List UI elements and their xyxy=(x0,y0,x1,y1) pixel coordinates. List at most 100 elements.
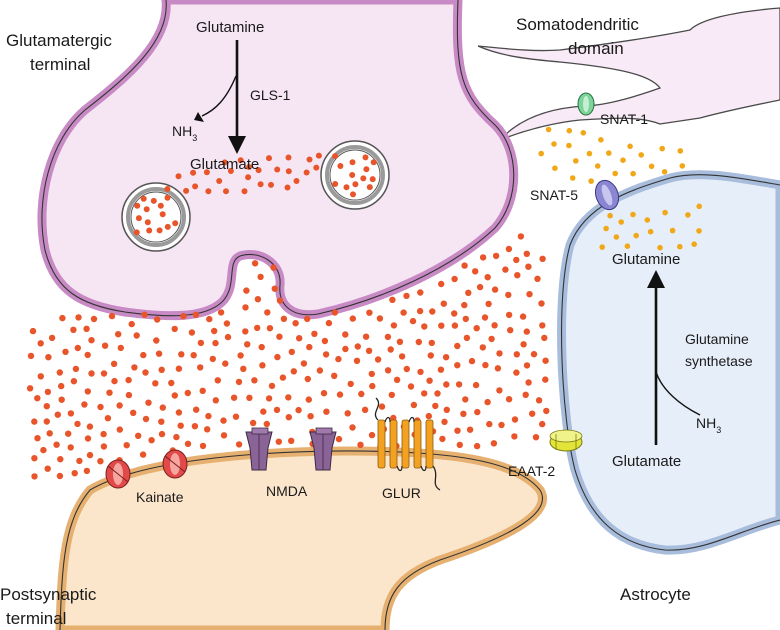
glutamate-dot xyxy=(260,408,267,415)
glutamate-dot xyxy=(146,227,153,234)
glutamate-dot xyxy=(416,307,424,315)
glutamate-dot xyxy=(421,390,428,397)
glutamate-dot xyxy=(511,416,519,423)
glutamate-dot xyxy=(197,364,204,371)
glutamate-dot xyxy=(461,301,468,309)
glutamate-dot xyxy=(335,355,342,363)
glutamate-dot xyxy=(390,414,397,422)
glutamate-dot xyxy=(407,383,415,390)
glutamate-dot xyxy=(100,370,108,377)
glutamate-dot xyxy=(37,340,44,347)
glutamine-dot xyxy=(566,142,572,149)
glutamate-dot xyxy=(212,397,219,404)
glutamate-dot xyxy=(227,168,234,174)
gls1-arrow-head xyxy=(228,136,246,154)
glutamate-dot xyxy=(304,375,311,383)
glutamate-dot xyxy=(125,376,132,384)
glutamate-dot xyxy=(491,286,499,293)
glutamate-dot xyxy=(369,176,376,183)
glutamate-dot xyxy=(484,274,491,281)
glutamate-dot xyxy=(331,372,338,379)
glutamate-dot xyxy=(439,435,446,443)
glutamate-dot xyxy=(45,354,52,361)
glutamate-dot xyxy=(75,314,82,321)
glutamate-dot xyxy=(288,437,295,444)
glutamate-dot xyxy=(90,315,98,323)
nh3-presynaptic-sub: 3 xyxy=(192,133,197,143)
glutamate-dot xyxy=(454,427,461,434)
glutamate-dot xyxy=(539,255,546,262)
glutamine-dot xyxy=(573,158,579,164)
glutamate-dot xyxy=(159,404,166,411)
glutamate-dot xyxy=(428,339,435,347)
glutamate-dot xyxy=(451,322,459,329)
glutamate-dot xyxy=(224,333,232,341)
postsynaptic-terminal-shape xyxy=(55,446,547,630)
glutamate-dot xyxy=(466,426,474,433)
glutamate-dot xyxy=(350,191,356,198)
glutamate-dot xyxy=(525,379,532,386)
glutamate-dot xyxy=(116,426,124,433)
glutamate-dot xyxy=(246,394,253,401)
glutamate-dot xyxy=(88,370,95,377)
glutamate-dot xyxy=(130,409,137,416)
glutamine-dot xyxy=(679,163,686,169)
glutamate-dot xyxy=(303,169,310,176)
glutamate-dot xyxy=(190,169,197,176)
glutamine-dot xyxy=(607,212,613,219)
kainate-receptor-1 xyxy=(105,459,131,489)
glutamate-dot xyxy=(539,322,546,329)
glutamate-dot xyxy=(74,420,81,428)
glutamate-dot xyxy=(344,410,351,417)
glutamatergic-terminal-label-line2: terminal xyxy=(30,55,90,74)
glutamate-dot xyxy=(158,430,166,438)
glutamate-dot xyxy=(223,320,231,327)
glutamate-dot xyxy=(374,356,382,363)
glutamate-dot xyxy=(110,360,118,367)
glutamine-dot xyxy=(552,165,558,171)
glutamate-dot xyxy=(242,328,249,335)
glutamate-dot xyxy=(484,398,491,406)
glutamate-dot xyxy=(265,395,273,402)
vesicle-left xyxy=(121,182,191,252)
glutamate-dot xyxy=(276,333,283,340)
glutamate-dot xyxy=(525,263,532,270)
glutamine-dot xyxy=(677,243,683,250)
glutamate-dot xyxy=(513,256,520,264)
glutamate-dot xyxy=(523,250,530,257)
glutamine-dot xyxy=(633,232,639,239)
glutamate-dot xyxy=(123,442,130,449)
glutamate-dot xyxy=(511,433,518,440)
glutamate-dot xyxy=(473,325,480,332)
glutamate-dot xyxy=(59,314,66,322)
glutamate-dot xyxy=(48,334,56,342)
nh3-presynaptic-label: NH3 xyxy=(172,123,197,143)
glutamate-dot xyxy=(154,316,161,323)
glutamate-dot xyxy=(440,300,447,307)
glutamate-dot xyxy=(335,435,343,443)
glutamate-dot xyxy=(244,341,251,348)
glutamate-dot xyxy=(259,362,266,369)
glutamate-dot xyxy=(349,315,356,322)
glutamate-dot xyxy=(426,377,433,384)
glutamate-dot xyxy=(534,275,541,282)
glutamate-dot xyxy=(361,406,369,413)
glutamate-dot xyxy=(542,376,549,383)
glutamine-dot xyxy=(691,241,697,247)
glutamate-dot xyxy=(84,435,92,442)
glutamate-dot xyxy=(519,313,527,320)
somatodendritic-label-line1: Somatodendritic xyxy=(516,15,639,34)
glutamate-dot xyxy=(280,315,288,322)
glutamate-dot xyxy=(442,354,450,361)
glutamate-dot xyxy=(384,333,392,341)
glutamate-dot xyxy=(455,381,463,388)
glutamate-dot xyxy=(108,312,116,320)
glutamate-dot xyxy=(363,166,370,173)
glutamate-dot xyxy=(230,394,238,401)
glutamate-dot xyxy=(437,366,445,373)
glutamate-dot xyxy=(342,345,349,353)
glutamate-dot xyxy=(429,308,436,315)
glutamate-dot xyxy=(211,327,218,335)
glutamate-dot xyxy=(479,344,486,351)
